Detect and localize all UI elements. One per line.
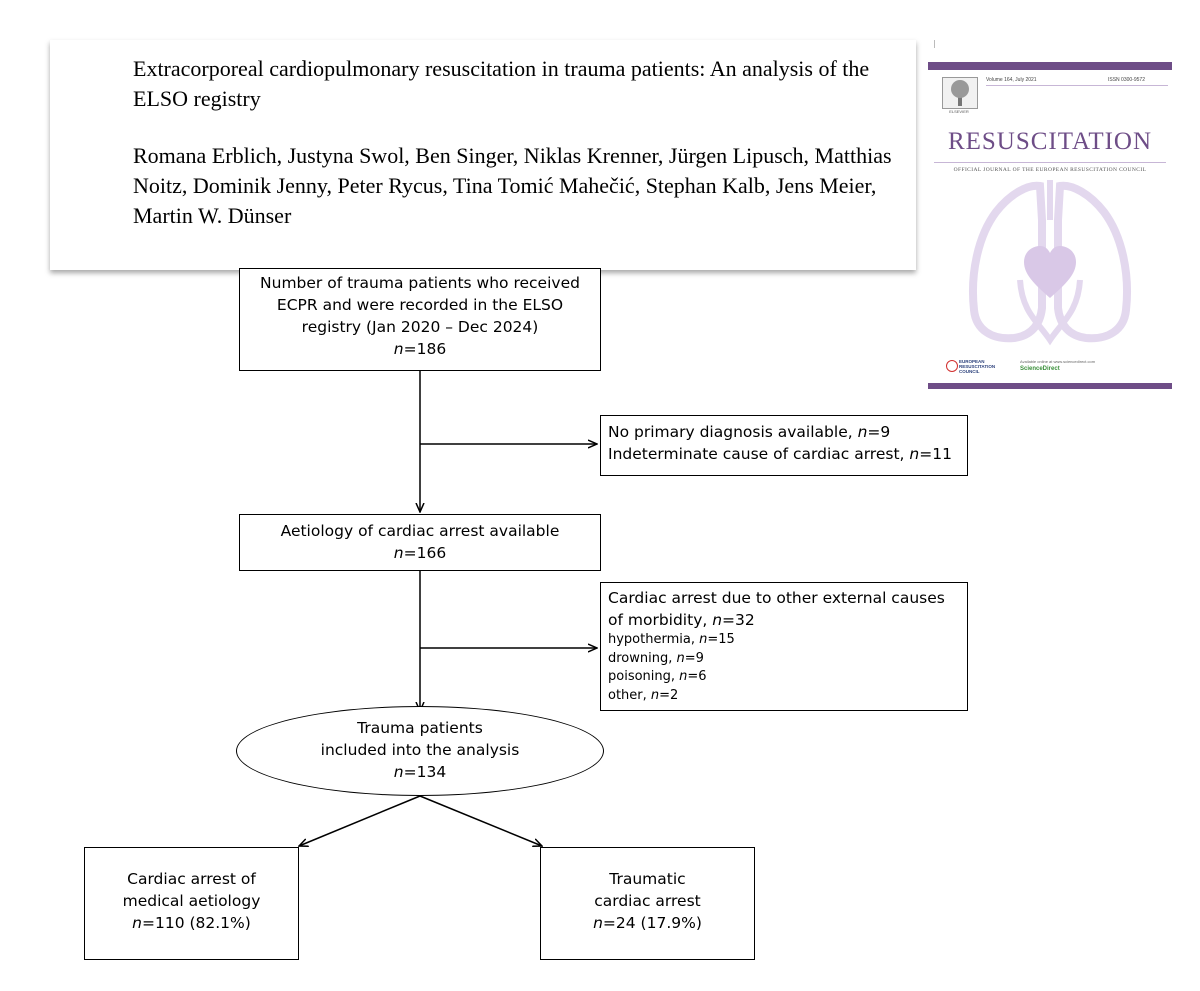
cover-rule [986, 85, 1168, 86]
paper-authors: Romana Erblich, Justyna Swol, Ben Singer… [133, 143, 892, 228]
n-value: =186 [403, 340, 447, 358]
divider [934, 40, 935, 48]
council-name: EUROPEAN RESUSCITATION COUNCIL [959, 359, 995, 374]
cover-issn: ISSN 0300-9572 [1108, 77, 1145, 83]
sciencedirect-logo: ScienceDirect [1020, 366, 1060, 372]
paper-header-card: Extracorporeal cardiopulmonary resuscita… [50, 40, 916, 270]
n-value: =134 [403, 763, 447, 781]
paper-title: Extracorporeal cardiopulmonary resuscita… [133, 56, 870, 111]
node-text: Number of trauma patients who received [260, 274, 580, 292]
node-count: n=166 [240, 542, 600, 564]
node-text: Cardiac arrest of [127, 870, 256, 888]
council-line: EUROPEAN [959, 359, 985, 364]
node-exclusion-external-causes: Cardiac arrest due to other external cau… [600, 582, 968, 711]
n-value: =2 [659, 687, 679, 703]
n-symbol: n [679, 669, 688, 684]
journal-subtitle: OFFICIAL JOURNAL OF THE EUROPEAN RESUSCI… [953, 167, 1147, 173]
connector-line [419, 795, 542, 846]
journal-title: RESUSCITATION [947, 128, 1153, 155]
elsevier-logo-icon [942, 77, 978, 109]
n-symbol: n [593, 914, 603, 932]
cover-volume: Volume 164, July 2021 [986, 77, 1037, 83]
node-medical-aetiology: Cardiac arrest of medical aetiology n=11… [84, 847, 299, 960]
n-symbol: n [132, 914, 142, 932]
node-count: n=110 (82.1%) [85, 912, 298, 934]
n-symbol: n [676, 650, 685, 666]
sub-item: poisoning, n=6 [608, 668, 967, 687]
exclusion-reason: of morbidity, [608, 611, 713, 629]
node-text: No primary diagnosis available, n=9 [608, 421, 967, 443]
council-line: RESUSCITATION [959, 364, 996, 369]
sub-item-label: other, [608, 687, 651, 703]
sub-item-label: drowning, [608, 650, 677, 666]
connector-line [299, 795, 421, 846]
node-count: n=134 [237, 761, 603, 783]
n-value: =24 (17.9%) [602, 914, 702, 932]
n-symbol: n [712, 611, 723, 629]
lungs-heart-icon [968, 180, 1132, 346]
available-online-text: Available online at www.sciencedirect.co… [1020, 359, 1096, 364]
node-text: ECPR and were recorded in the ELSO [276, 296, 564, 314]
publisher-name: ELSEVIER [949, 109, 969, 114]
exclusion-reason: No primary diagnosis available, [608, 423, 858, 441]
node-text: Cardiac arrest due to other external cau… [608, 589, 945, 607]
n-symbol: n [393, 544, 404, 562]
sub-item-label: poisoning, [608, 669, 680, 684]
journal-cover: ELSEVIER Volume 164, July 2021 ISSN 0300… [928, 62, 1172, 389]
cover-bottom-band [928, 383, 1172, 389]
node-text: cardiac arrest [594, 892, 701, 910]
node-text: medical aetiology [122, 892, 261, 910]
n-symbol: n [650, 687, 660, 703]
n-symbol: n [857, 423, 868, 441]
node-text: of morbidity, n=32 [608, 609, 967, 631]
n-value: =9 [867, 423, 891, 441]
cover-top-band [928, 62, 1172, 70]
sub-item: drowning, n=9 [608, 650, 967, 669]
node-count: n=24 (17.9%) [541, 912, 754, 934]
node-aetiology-available: Aetiology of cardiac arrest available n=… [239, 514, 601, 571]
node-count: n=186 [240, 338, 600, 360]
exclusion-reason: Indeterminate cause of cardiac arrest, [608, 445, 910, 463]
node-text: Trauma patients [357, 719, 483, 737]
n-value: =166 [403, 544, 447, 562]
sub-item: hypothermia, n=15 [608, 631, 967, 650]
node-text: Aetiology of cardiac arrest available [280, 522, 560, 540]
node-ecpr-registry: Number of trauma patients who received E… [239, 268, 601, 371]
n-value: =6 [687, 669, 707, 684]
node-text: included into the analysis [320, 741, 520, 759]
n-symbol: n [699, 632, 708, 647]
n-symbol: n [909, 445, 920, 463]
sub-item: other, n=2 [608, 687, 967, 706]
n-value: =11 [919, 445, 952, 463]
node-text: Indeterminate cause of cardiac arrest, n… [608, 443, 967, 465]
n-value: =110 (82.1%) [141, 914, 251, 932]
node-exclusion-no-diagnosis: No primary diagnosis available, n=9 Inde… [600, 415, 968, 476]
sub-item-label: hypothermia, [608, 632, 700, 647]
n-value: =15 [707, 632, 735, 647]
n-symbol: n [393, 763, 404, 781]
node-text: registry (Jan 2020 – Dec 2024) [301, 318, 539, 336]
erc-logo-icon [946, 360, 958, 372]
n-value: =9 [684, 650, 704, 666]
node-traumatic-arrest: Traumatic cardiac arrest n=24 (17.9%) [540, 847, 755, 960]
node-text: Traumatic [609, 870, 686, 888]
council-line: COUNCIL [959, 369, 980, 374]
n-value: =32 [722, 611, 755, 629]
n-symbol: n [393, 340, 404, 358]
cover-rule [934, 162, 1166, 163]
node-included-analysis: Trauma patients included into the analys… [236, 706, 604, 796]
